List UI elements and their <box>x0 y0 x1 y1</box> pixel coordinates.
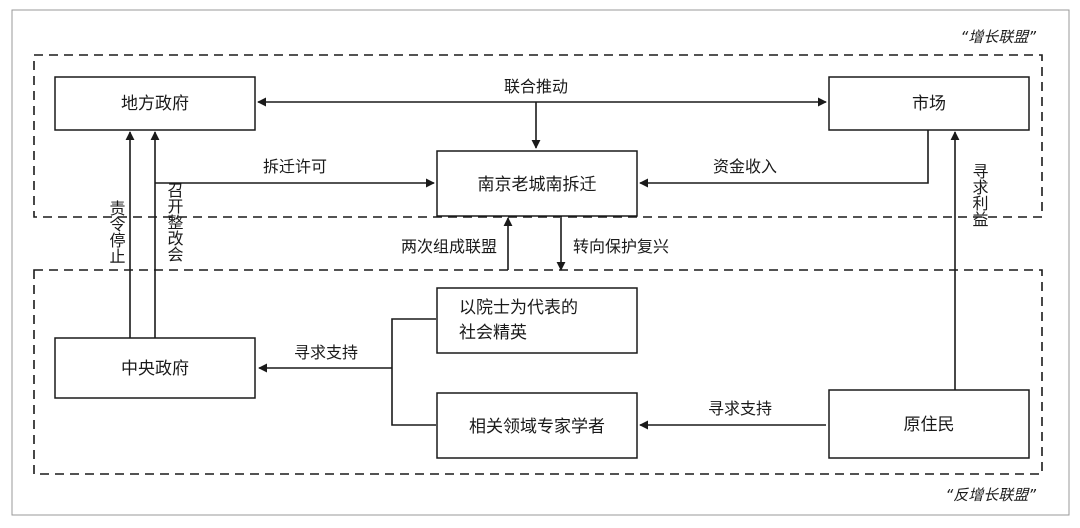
edge-capital-income <box>639 130 929 188</box>
label-joint-push: 联合推动 <box>504 77 568 96</box>
node-residents <box>828 389 1030 459</box>
node-market-label: 市场 <box>912 94 946 114</box>
node-experts <box>436 392 638 459</box>
label-seek-support-right: 寻求支持 <box>708 399 772 418</box>
anti-growth-alliance-title: “反增长联盟” <box>945 486 1036 504</box>
node-elite-label-1: 以院士为代表的 <box>459 298 578 318</box>
node-local-gov-label: 地方政府 <box>121 94 189 114</box>
node-residents-label: 原住民 <box>904 415 955 435</box>
label-seek-interest: 寻求利益 <box>970 163 989 227</box>
node-experts-label: 相关领域专家学者 <box>469 417 605 437</box>
label-capital-income: 资金收入 <box>713 157 777 176</box>
node-demolition-label: 南京老城南拆迁 <box>478 175 597 195</box>
growth-alliance-title: “增长联盟” <box>960 28 1036 46</box>
anti-growth-alliance-region <box>33 269 1043 475</box>
node-central-gov-label: 中央政府 <box>121 359 189 379</box>
node-elite-label-2: 社会精英 <box>459 323 527 343</box>
label-turn-protection: 转向保护复兴 <box>573 237 669 256</box>
node-demolition <box>436 150 638 217</box>
node-elite <box>436 287 638 354</box>
node-local-gov <box>54 76 256 131</box>
label-demolition-permit: 拆迁许可 <box>263 157 327 176</box>
node-market <box>828 76 1030 131</box>
edge-bracket <box>391 318 436 426</box>
label-seek-support-left: 寻求支持 <box>294 343 358 362</box>
label-form-alliance: 两次组成联盟 <box>401 237 497 256</box>
label-order-stop: 责令停止 <box>107 200 126 264</box>
growth-alliance-region <box>33 54 1043 218</box>
node-central-gov <box>54 337 256 399</box>
label-rectification: 召开整改会 <box>165 182 184 262</box>
